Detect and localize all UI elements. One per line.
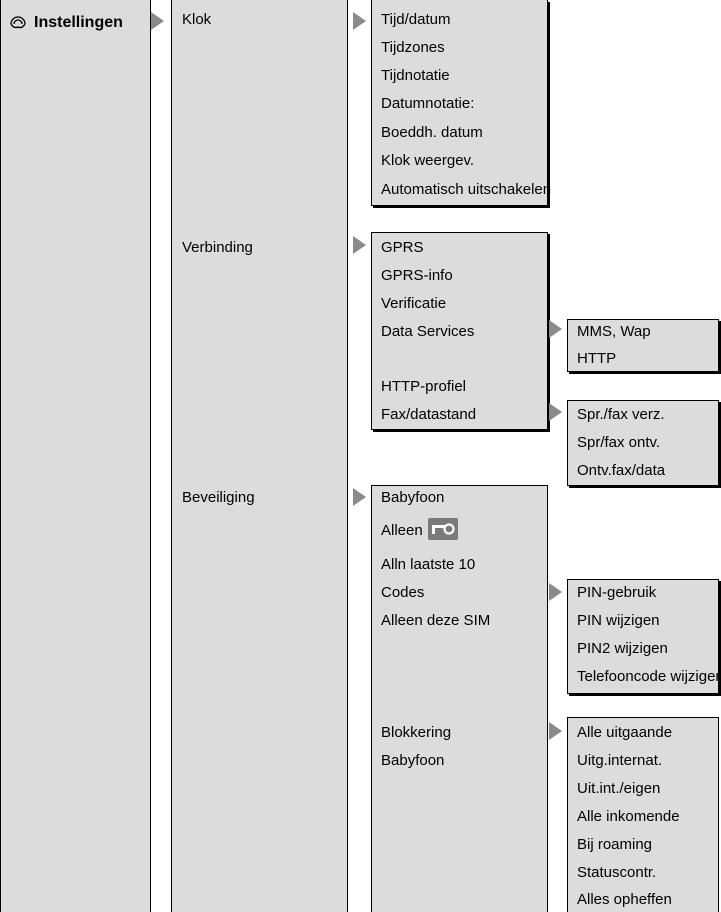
codes-submenu — [567, 579, 719, 694]
codes-arrow-icon — [549, 583, 562, 601]
fax-item[interactable]: Spr/fax ontv. — [577, 434, 661, 451]
data-services-submenu — [567, 319, 719, 372]
verbinding-item[interactable]: GPRS — [381, 239, 424, 256]
klok-item[interactable]: Tijdnotatie — [381, 67, 450, 84]
menu-item-klok[interactable]: Klok — [182, 11, 212, 28]
data-services-item[interactable]: HTTP — [577, 350, 617, 367]
root-menu-label[interactable]: Instellingen — [34, 14, 123, 31]
klok-item[interactable]: Datumnotatie: — [381, 95, 475, 112]
verbinding-submenu — [371, 232, 548, 430]
fax-item[interactable]: Ontv.fax/data — [577, 462, 666, 479]
beveiliging-item[interactable]: Alleen — [381, 522, 423, 539]
klok-item[interactable]: Tijd/datum — [381, 11, 451, 28]
codes-item[interactable]: Telefooncode wijzigen — [577, 668, 721, 685]
blokkering-item[interactable]: Alle uitgaande — [577, 724, 673, 741]
blokkering-item[interactable]: Alles opheffen — [577, 891, 672, 908]
beveiliging-submenu — [371, 485, 548, 912]
blokkering-item[interactable]: Uit.int./eigen — [577, 780, 661, 797]
codes-item[interactable]: PIN-gebruik — [577, 584, 657, 601]
settings-icon — [8, 14, 28, 38]
verbinding-item[interactable]: Fax/datastand — [381, 406, 477, 423]
root-arrow-icon — [151, 12, 164, 30]
klok-item[interactable]: Boeddh. datum — [381, 124, 483, 141]
beveiliging-item[interactable]: Babyfoon — [381, 489, 445, 506]
klok-item[interactable]: Klok weergev. — [381, 152, 475, 169]
data-services-item[interactable]: MMS, Wap — [577, 323, 651, 340]
beveiliging-item[interactable]: Babyfoon — [381, 752, 445, 769]
klok-submenu — [371, 0, 548, 206]
blokkering-item[interactable]: Bij roaming — [577, 836, 653, 853]
blokkering-submenu — [567, 717, 719, 912]
klok-item[interactable]: Tijdzones — [381, 39, 445, 56]
beveiliging-arrow-icon — [353, 488, 366, 506]
level1-column — [171, 0, 348, 912]
verbinding-item[interactable]: Data Services — [381, 323, 475, 340]
verbinding-arrow-icon — [353, 236, 366, 254]
beveiliging-item[interactable]: Blokkering — [381, 724, 452, 741]
verbinding-item[interactable]: GPRS-info — [381, 267, 453, 284]
fax-item[interactable]: Spr./fax verz. — [577, 406, 665, 423]
codes-item[interactable]: PIN2 wijzigen — [577, 640, 668, 657]
data-services-arrow-icon — [549, 320, 562, 338]
codes-item[interactable]: PIN wijzigen — [577, 612, 660, 629]
root-column — [0, 0, 151, 912]
verbinding-item[interactable]: HTTP-profiel — [381, 378, 467, 395]
menu-item-beveiliging[interactable]: Beveiliging — [182, 489, 255, 506]
blokkering-item[interactable]: Alle inkomende — [577, 808, 680, 825]
blokkering-item[interactable]: Statuscontr. — [577, 864, 657, 881]
klok-arrow-icon — [353, 12, 366, 30]
blokkering-item[interactable]: Uitg.internat. — [577, 752, 663, 769]
verbinding-item[interactable]: Verificatie — [381, 295, 447, 312]
blokkering-arrow-icon — [549, 722, 562, 740]
klok-item[interactable]: Automatisch uitschakelen — [381, 181, 552, 198]
beveiliging-item[interactable]: Alleen deze SIM — [381, 612, 491, 629]
beveiliging-item[interactable]: Alln laatste 10 — [381, 556, 476, 573]
menu-item-verbinding[interactable]: Verbinding — [182, 239, 253, 256]
beveiliging-item[interactable]: Codes — [381, 584, 425, 601]
fax-submenu — [567, 400, 719, 486]
fax-arrow-icon — [549, 403, 562, 421]
key-icon — [428, 518, 458, 544]
